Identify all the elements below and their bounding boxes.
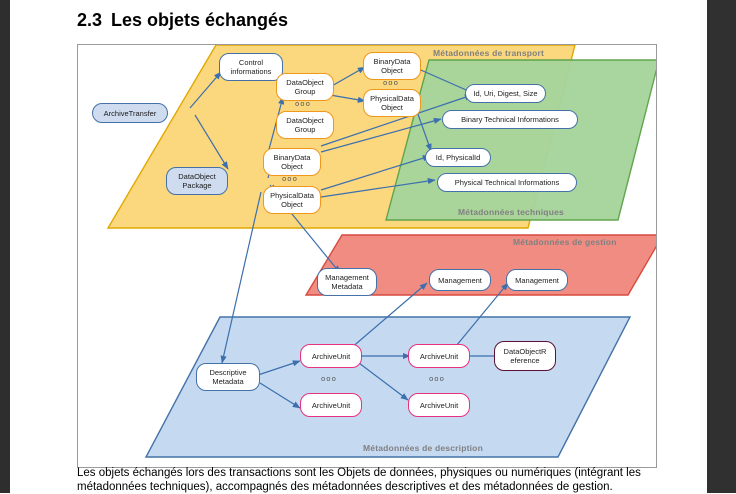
node-archive-transfer[interactable]: ArchiveTransfer <box>92 103 168 123</box>
node-physicaldata-object[interactable]: PhysicalData Object <box>263 186 321 214</box>
plane-label-transport: Métadonnées de transport <box>433 48 545 58</box>
node-archiveunit-4[interactable]: ArchiveUnit <box>408 393 470 417</box>
ellipsis-mark-dataobject-group: ooo <box>295 100 311 108</box>
node-binarydata-object[interactable]: BinaryData Object <box>263 148 321 176</box>
figure-frame: Métadonnées de transport Métadonnées tec… <box>77 44 657 468</box>
node-management-metadata[interactable]: Management Metadata <box>317 268 377 296</box>
plane-label-gestion: Métadonnées de gestion <box>513 237 617 247</box>
node-dataobject-package[interactable]: DataObject Package <box>166 167 228 195</box>
ellipsis-mark-binarydata-top: ooo <box>383 79 399 87</box>
diagram-canvas: Métadonnées de transport Métadonnées tec… <box>78 45 656 467</box>
node-archiveunit-3[interactable]: ArchiveUnit <box>300 393 362 417</box>
node-archiveunit-1[interactable]: ArchiveUnit <box>300 344 362 368</box>
node-archiveunit-2[interactable]: ArchiveUnit <box>408 344 470 368</box>
plane-label-technique: Métadonnées techniques <box>458 207 564 217</box>
page-gutter-left <box>0 0 10 493</box>
figure-caption: Les objets échangés lors des transaction… <box>77 467 641 493</box>
node-dataobject-reference[interactable]: DataObjectR eference <box>494 341 556 371</box>
node-descriptive-metadata[interactable]: Descriptive Metadata <box>196 363 260 391</box>
page-title: 2.3 Les objets échangés <box>77 10 637 36</box>
page-gutter-right <box>707 0 736 493</box>
node-id-physicalid[interactable]: Id, PhysicalId <box>425 148 491 167</box>
ellipsis-mark-archiveunit-2: ooo <box>429 375 445 383</box>
node-management-1[interactable]: Management <box>429 269 491 291</box>
node-binarydata-object-top[interactable]: BinaryData Object <box>363 52 421 80</box>
section-number: 2.3 <box>77 10 103 30</box>
ellipsis-mark-archiveunit-1: ooo <box>321 375 337 383</box>
section-title: Les objets échangés <box>111 10 289 30</box>
ellipsis-mark-binarydata: ooo <box>282 175 298 183</box>
node-dataobject-group-2[interactable]: DataObject Group <box>276 111 334 139</box>
node-physical-technical-informations[interactable]: Physical Technical Informations <box>437 173 577 192</box>
node-physicaldata-object-top[interactable]: PhysicalData Object <box>363 89 421 117</box>
node-management-2[interactable]: Management <box>506 269 568 291</box>
node-dataobject-group-1[interactable]: DataObject Group <box>276 73 334 101</box>
node-control-informations[interactable]: Control informations <box>219 53 283 81</box>
node-id-uri-digest-size[interactable]: Id, Uri, Digest, Size <box>465 84 546 103</box>
plane-label-description: Métadonnées de description <box>363 443 483 453</box>
node-binary-technical-informations[interactable]: Binary Technical Informations <box>442 110 578 129</box>
